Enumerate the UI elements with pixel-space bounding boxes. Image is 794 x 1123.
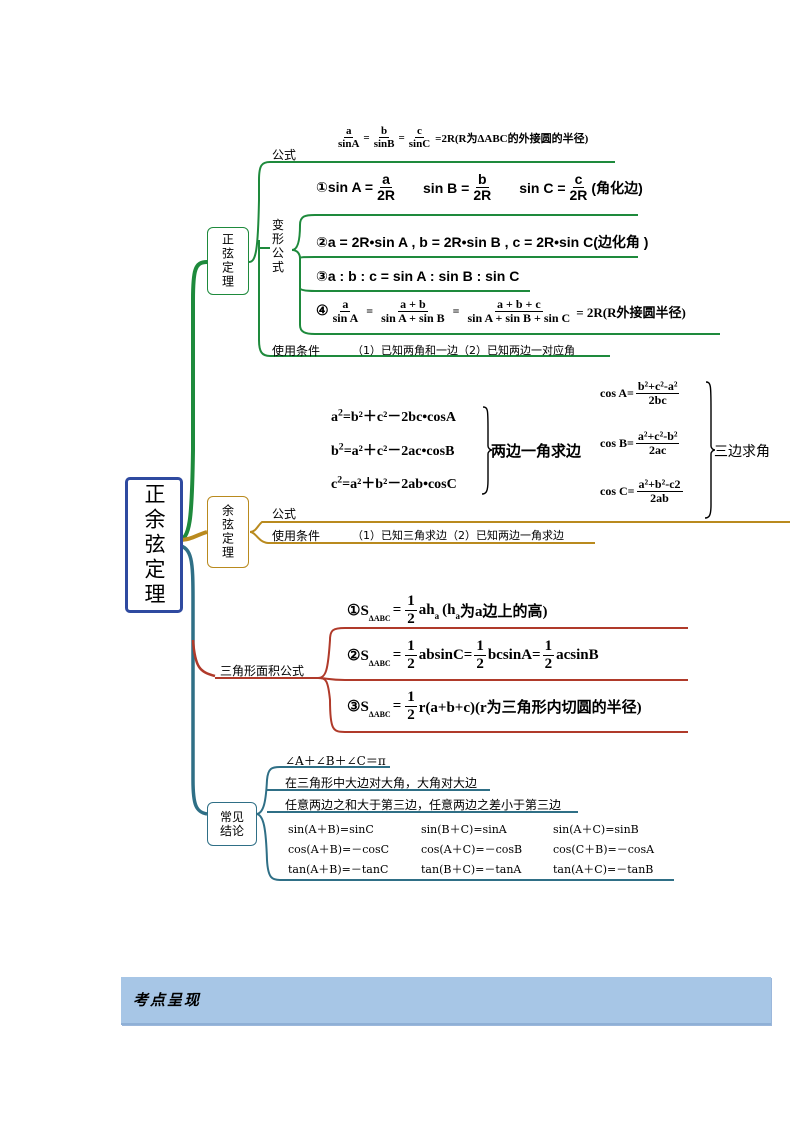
area-label: 三角形面积公式 [220, 664, 305, 678]
identity-cell: sin(A＋C)=sinB [553, 823, 639, 836]
common-node[interactable]: 常见结论 [207, 802, 257, 846]
identity-cell: sin(B＋C)=sinA [421, 823, 507, 836]
root-node[interactable]: 正余弦定理 [125, 477, 183, 613]
identity-cell: cos(A＋C)=－cosB [421, 843, 523, 856]
common-line-3: 任意两边之和大于第三边，任意两边之差小于第三边 [285, 798, 562, 812]
cosine-law-node[interactable]: 余弦定理 [207, 496, 249, 568]
sine-cond-label: 使用条件 [272, 344, 321, 358]
common-label: 常见结论 [219, 810, 244, 838]
variant-2: ②a = 2R•sin A , b = 2R•sin B , c = 2R•si… [316, 234, 649, 250]
identity-cell: cos(C＋B)=－cosA [553, 843, 655, 856]
cosine-formula-label: 公式 [272, 507, 297, 521]
cosine-cond-label: 使用条件 [272, 529, 321, 543]
common-line-1: ∠A＋∠B＋∠C＝π [285, 754, 386, 768]
identity-cell: tan(B＋C)=－tanA [421, 863, 522, 876]
cosine-cond: （1）已知三角求边（2）已知两边一角求边 [352, 529, 564, 542]
variant-3: ③a : b : c = sin A : sin B : sin C [316, 268, 520, 284]
three-sides-find-angle: 三边求角 [714, 444, 770, 460]
identity-cell: tan(A＋B)=－tanC [288, 863, 389, 876]
variant-label: 变形公式 [272, 218, 285, 274]
identity-grid: sin(A＋B)=sinC sin(B＋C)=sinA sin(A＋C)=sin… [288, 821, 654, 881]
identity-cell: sin(A＋B)=sinC [288, 823, 374, 836]
sine-cond: （1）已知两角和一边（2）已知两边一对应角 [352, 344, 575, 357]
cosine-formula-a: a2=b²＋c²－2bc•cosA [331, 407, 456, 425]
common-line-2: 在三角形中大边对大角，大角对大边 [285, 776, 478, 790]
banner-title: 考点呈现 [133, 991, 202, 1009]
two-sides-one-angle: 两边一角求边 [491, 442, 582, 460]
sine-formula-label: 公式 [272, 148, 297, 162]
identity-cell: cos(A＋B)=－cosC [288, 843, 390, 856]
identity-cell: tan(A＋C)=－tanB [553, 863, 654, 876]
root-label: 正余弦定理 [142, 482, 166, 608]
sine-law-node[interactable]: 正弦定理 [207, 227, 249, 295]
sine-law-label: 正弦定理 [220, 233, 235, 289]
cosine-formula-b: b2=a²＋c²－2ac•cosB [331, 441, 455, 459]
cosine-formula-c: c2=a²＋b²－2ab•cosC [331, 474, 457, 492]
section-banner: 考点呈现 [121, 977, 771, 1025]
cosine-law-label: 余弦定理 [220, 504, 235, 560]
